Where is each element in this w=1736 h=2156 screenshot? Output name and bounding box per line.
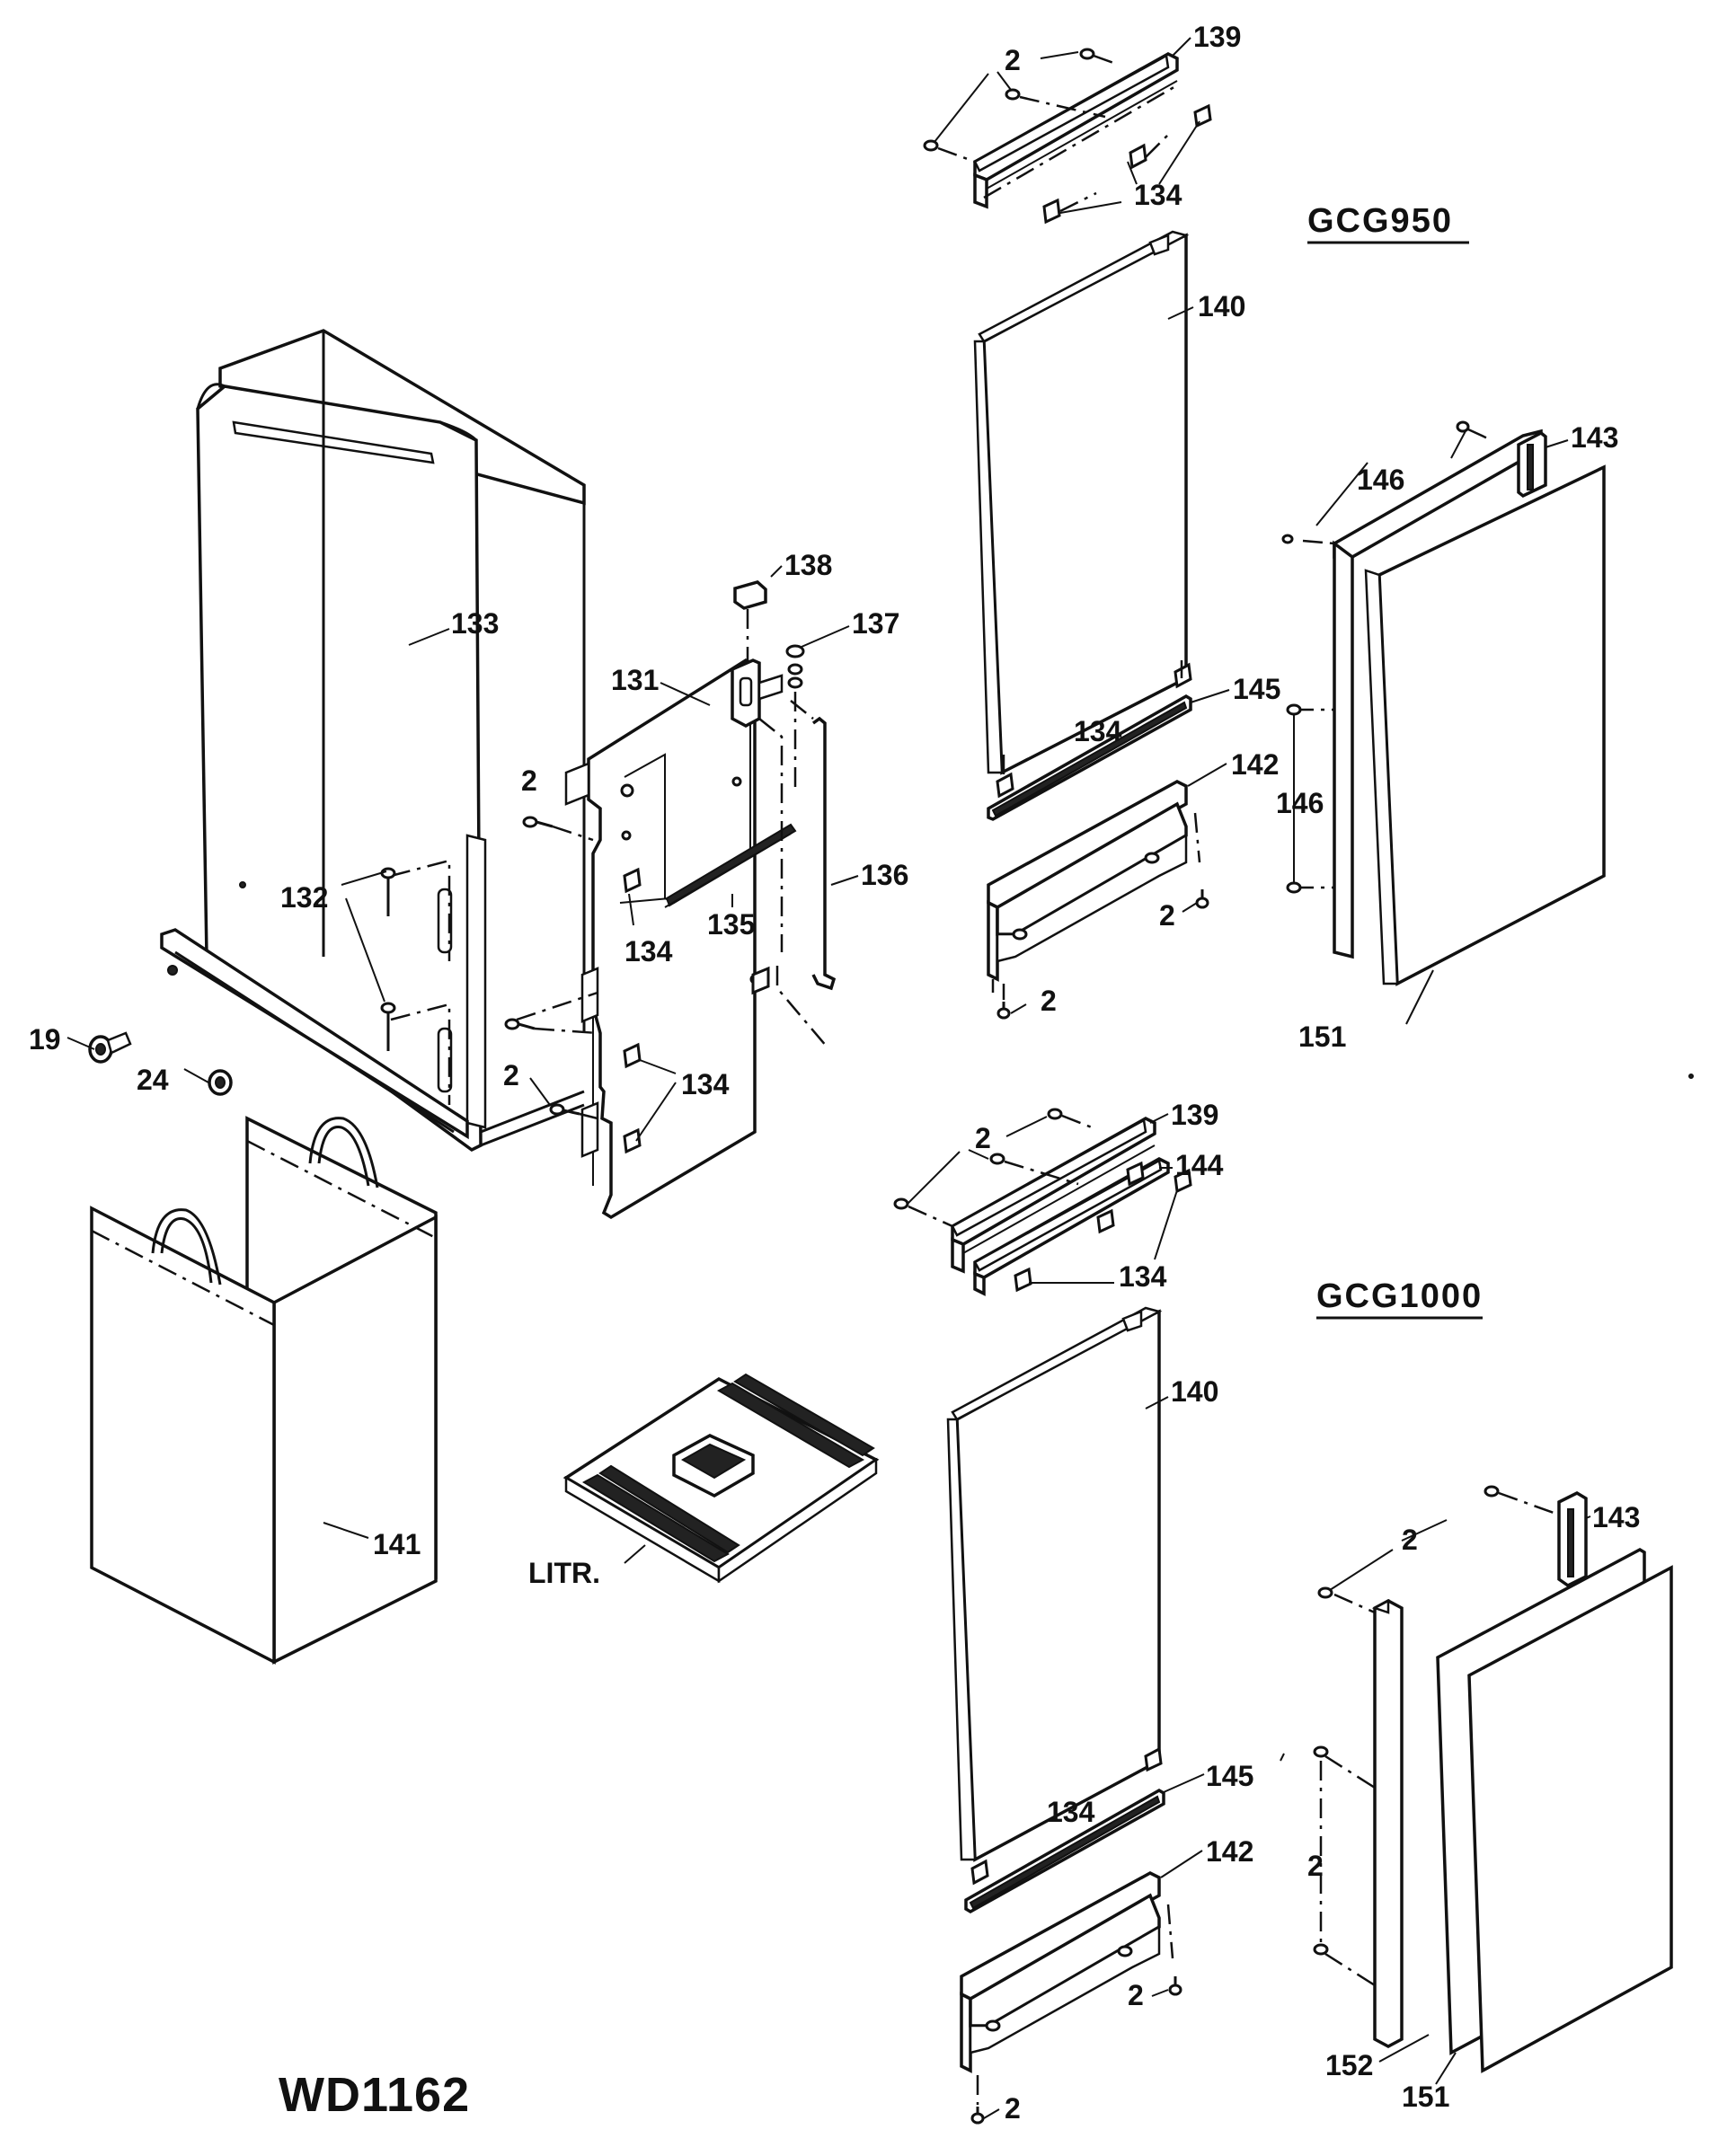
leader-lines bbox=[66, 37, 1694, 2119]
model-headings: GCG950 GCG1000 bbox=[1307, 202, 1483, 1320]
model-label-gcg1000: GCG1000 bbox=[1316, 1277, 1483, 1315]
label-151-a: 151 bbox=[1298, 1021, 1346, 1053]
panel-outline-dashed bbox=[758, 718, 784, 952]
part-19-knob bbox=[88, 1031, 132, 1064]
label-152: 152 bbox=[1325, 2049, 1373, 2081]
label-140-b: 140 bbox=[1171, 1375, 1218, 1408]
label-2-d: 2 bbox=[1159, 899, 1175, 932]
label-24: 24 bbox=[137, 1064, 169, 1096]
label-2-f: 2 bbox=[975, 1122, 991, 1154]
part-135-strip bbox=[664, 823, 797, 908]
label-2-g: 2 bbox=[1402, 1524, 1418, 1556]
part-136-rod bbox=[775, 700, 837, 1047]
part-137-screw bbox=[785, 644, 805, 791]
label-151-b: 151 bbox=[1402, 2081, 1449, 2113]
label-135: 135 bbox=[707, 908, 755, 941]
part-142-bracket-gcg950 bbox=[987, 780, 1201, 993]
label-136: 136 bbox=[861, 859, 908, 891]
label-132: 132 bbox=[280, 881, 328, 914]
literature-booklet bbox=[562, 1373, 880, 1584]
label-2-j: 2 bbox=[1005, 2092, 1021, 2125]
part-140-panel-gcg950 bbox=[973, 230, 1190, 775]
label-134-e: 134 bbox=[1119, 1260, 1167, 1293]
part-138-cap bbox=[733, 580, 767, 660]
label-142-b: 142 bbox=[1206, 1835, 1253, 1868]
label-2-c: 2 bbox=[1005, 44, 1021, 76]
part-145-strip-gcg950 bbox=[987, 694, 1192, 821]
label-2-b: 2 bbox=[503, 1059, 519, 1091]
label-145-a: 145 bbox=[1233, 673, 1280, 705]
label-2-a: 2 bbox=[521, 764, 537, 797]
label-137: 137 bbox=[852, 607, 899, 640]
part-144-rail-gcg1000 bbox=[973, 1157, 1170, 1296]
part-141-bag-pair bbox=[90, 1116, 438, 1665]
label-134-f: 134 bbox=[1047, 1796, 1095, 1828]
label-134-c: 134 bbox=[1134, 179, 1182, 211]
label-19: 19 bbox=[29, 1023, 61, 1056]
hinge-bracket bbox=[731, 658, 784, 728]
label-139-b: 139 bbox=[1171, 1099, 1218, 1131]
part-145-strip-gcg1000 bbox=[964, 1788, 1165, 1914]
part-2-screws-top-gcg950 bbox=[923, 48, 1120, 163]
part-2-screw-left bbox=[504, 816, 598, 1120]
label-139-a: 139 bbox=[1193, 21, 1241, 53]
label-144: 144 bbox=[1175, 1149, 1224, 1181]
part-134-clips-mid-gcg1000 bbox=[970, 1746, 1163, 1886]
label-142-a: 142 bbox=[1231, 748, 1279, 781]
part-151-door-panel-gcg1000 bbox=[1436, 1547, 1673, 2073]
label-141: 141 bbox=[373, 1528, 421, 1560]
label-143-b: 143 bbox=[1592, 1501, 1640, 1533]
part-133-cabinet-body bbox=[160, 329, 586, 1153]
part-151-door-panel-gcg950 bbox=[1364, 464, 1606, 986]
part-143-hinge-gcg950 bbox=[1517, 430, 1547, 499]
part-142-bracket-gcg1000 bbox=[960, 1871, 1174, 2073]
part-139-top-rail-gcg1000 bbox=[951, 1117, 1156, 1274]
label-2-e: 2 bbox=[1041, 985, 1057, 1017]
part-labels: 133 138 137 131 2 136 132 134 135 19 24 … bbox=[29, 21, 1640, 2125]
label-143-a: 143 bbox=[1571, 421, 1618, 454]
label-146-b: 146 bbox=[1276, 787, 1324, 819]
part-143-hinge-gcg1000 bbox=[1557, 1491, 1588, 1588]
part-24-nut bbox=[208, 1069, 233, 1096]
model-label-gcg950: GCG950 bbox=[1307, 202, 1453, 240]
part-2-screws-bottom-gcg1000 bbox=[970, 1976, 1182, 2125]
label-138: 138 bbox=[784, 549, 832, 581]
label-131: 131 bbox=[611, 664, 659, 696]
label-145-b: 145 bbox=[1206, 1760, 1253, 1792]
part-134-clips-mid-gcg950 bbox=[996, 660, 1192, 799]
label-2-i: 2 bbox=[1128, 1979, 1144, 2011]
label-134-d: 134 bbox=[1074, 715, 1122, 747]
part-140-panel-gcg1000 bbox=[946, 1306, 1163, 1862]
label-140-a: 140 bbox=[1198, 290, 1245, 323]
part-134-clips-top-gcg950 bbox=[1042, 103, 1212, 225]
label-134-a: 134 bbox=[624, 935, 673, 968]
label-litr: LITR. bbox=[528, 1557, 600, 1589]
drawing-code: WD1162 bbox=[279, 2068, 470, 2122]
part-139-top-rail-gcg950 bbox=[973, 52, 1179, 209]
label-2-h: 2 bbox=[1307, 1850, 1324, 1882]
label-133: 133 bbox=[451, 607, 499, 640]
part-134-clips-top-gcg1000 bbox=[1014, 1161, 1192, 1293]
part-152-side-trim-gcg1000 bbox=[1313, 1485, 1564, 2048]
label-134-b: 134 bbox=[681, 1068, 730, 1100]
label-146-a: 146 bbox=[1357, 464, 1404, 496]
